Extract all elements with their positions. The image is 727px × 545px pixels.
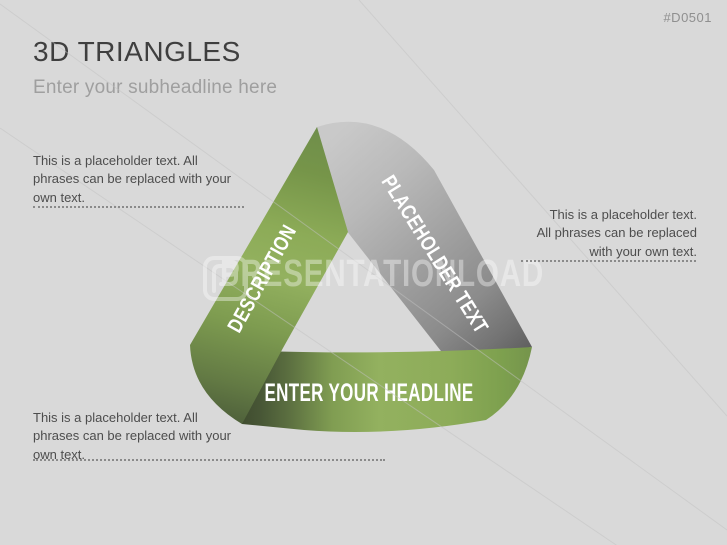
product-code: #D0501 [663, 10, 712, 25]
placeholder-text-right-line: with your own text. [589, 243, 697, 259]
placeholder-text-right-line: All phrases can be replaced [536, 225, 697, 241]
placeholder-text-right-line: This is a placeholder text. [549, 207, 697, 222]
placeholder-text-bottom-line: This is a placeholder text. All [33, 410, 198, 425]
placeholder-text-left-line: This is a placeholder text. All [33, 153, 198, 168]
placeholder-text-bottom: This is a placeholder text. All phrases … [33, 409, 263, 464]
watermark-text: PRESENTATIONLOAD [220, 253, 544, 295]
placeholder-text-right: This is a placeholder text. All phrases … [497, 206, 697, 261]
dotted-separator-bottom [33, 459, 385, 461]
band-right [299, 121, 532, 360]
band-left [190, 127, 348, 424]
placeholder-text-left-line: own text. [33, 189, 86, 205]
band-bottom [236, 347, 532, 433]
dotted-separator-right [521, 260, 696, 262]
band-label-headline: ENTER YOUR HEADLINE [264, 379, 473, 407]
slide-subheadline: Enter your subheadline here [33, 77, 278, 98]
placeholder-text-bottom-line: phrases can be replaced with your [33, 428, 232, 444]
placeholder-text-left-line: phrases can be replaced with your [33, 171, 232, 187]
placeholder-text-left: This is a placeholder text. All phrases … [33, 152, 253, 207]
presentationload-logo-icon [203, 256, 248, 301]
watermark: PRESENTATIONLOAD [203, 253, 544, 301]
placeholder-text-bottom-line: own text. [33, 446, 86, 462]
slide-title: 3D TRIANGLES [33, 36, 241, 67]
dotted-separator-left [33, 206, 244, 208]
